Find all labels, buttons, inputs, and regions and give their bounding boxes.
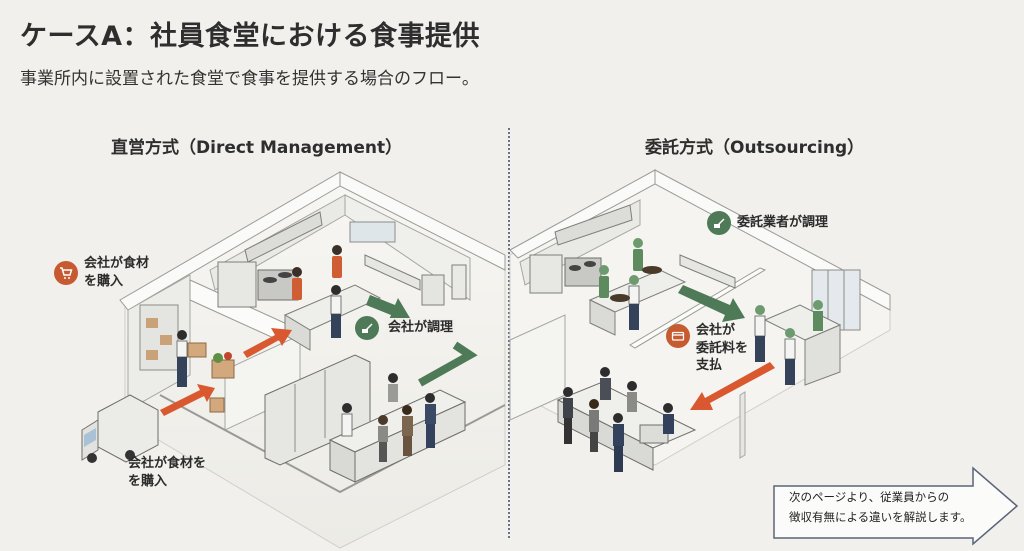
cook-figure <box>330 285 342 338</box>
label-text: 会社が調理 <box>385 318 457 338</box>
next-page-callout: 次のページより、従業員からの 徴収有無による違いを解説します。 <box>773 466 1018 546</box>
label-company-pays-fee: 会社が 委託料を 支払 <box>666 322 748 375</box>
outsourcing-heading: 委託方式（Outsourcing） <box>645 138 865 158</box>
delivery-arrow <box>690 362 775 410</box>
customer-figure <box>378 415 388 462</box>
page-title: ケースA：社員食堂における食事提供 <box>20 21 481 52</box>
customer-figure <box>600 367 611 400</box>
next-page-note: 次のページより、従業員からの 徴収有無による違いを解説します。 <box>789 490 972 524</box>
contractor-cook-figure <box>599 265 609 298</box>
direct-management-heading: 直営方式（Direct Management） <box>111 138 403 158</box>
label-company-purchases-ingredients-truck: 会社が食材を を購入 <box>128 455 206 490</box>
staff-figure <box>341 403 353 437</box>
customer-figure <box>402 405 413 456</box>
credit-card-icon <box>666 324 690 348</box>
cashier-figure <box>663 403 674 434</box>
label-text: 委託業者が調理 <box>737 215 829 231</box>
staff-figure <box>388 373 398 402</box>
purchase-arrow <box>160 384 215 416</box>
cook-figure <box>332 245 342 278</box>
worker-figure <box>176 330 207 387</box>
label-text: 会社が食材 を購入 <box>84 256 150 289</box>
label-company-purchases-ingredients: 会社が食材 を購入 <box>54 255 149 290</box>
right-arrow-shape <box>773 466 1018 546</box>
label-company-cooks: 会社が調理 <box>355 316 457 340</box>
customer-figure <box>425 393 436 448</box>
customer-figure <box>589 399 599 452</box>
page-subtitle: 事業所内に設置された食堂で食事を提供する場合のフロー。 <box>20 69 479 89</box>
outsourcing-building <box>509 169 891 472</box>
cooking-arrow <box>366 295 410 322</box>
contractor-staff-figure <box>754 305 766 362</box>
contractor-cook-figure <box>628 275 640 330</box>
cooking-arrow <box>418 341 478 387</box>
contractor-staff-figure <box>813 300 823 331</box>
direct-building <box>81 171 506 549</box>
contractor-staff-figure <box>784 328 796 385</box>
cooking-arrow <box>678 285 745 322</box>
cooking-icon <box>355 316 379 340</box>
label-text: 会社が食材を を購入 <box>128 456 207 489</box>
delivery-truck <box>81 394 159 463</box>
cooking-icon <box>707 211 731 235</box>
shopping-cart-icon <box>54 260 78 285</box>
label-contractor-cooks: 委託業者が調理 <box>707 211 828 235</box>
customer-figure <box>563 387 573 444</box>
contractor-cook-figure <box>633 238 643 271</box>
section-divider <box>508 128 510 538</box>
cook-figure <box>292 267 302 300</box>
customer-figure <box>627 381 637 412</box>
customer-figure <box>613 413 624 472</box>
label-text: 会社が 委託料を 支払 <box>696 323 749 374</box>
purchase-arrow <box>243 328 292 358</box>
